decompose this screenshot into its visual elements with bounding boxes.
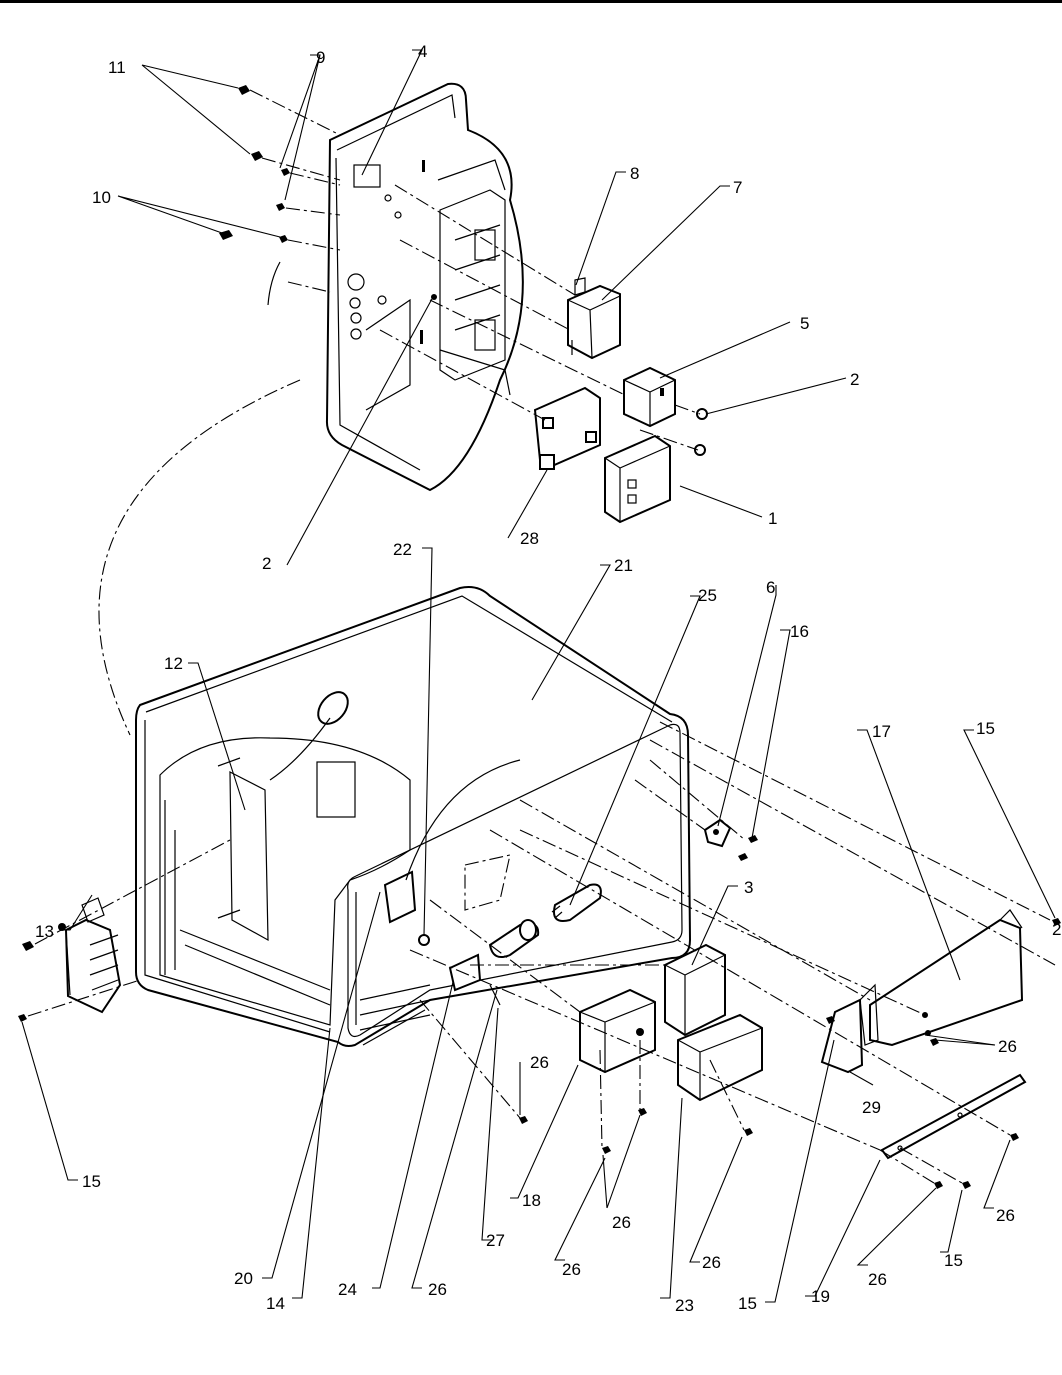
- callout-26-lower: 26: [428, 1280, 447, 1299]
- callout-15-right: 15: [976, 719, 995, 738]
- callout-17: 17: [872, 722, 891, 741]
- callout-18: 18: [522, 1191, 541, 1210]
- callout-26-right: 26: [998, 1037, 1017, 1056]
- callout-6: 6: [766, 578, 775, 597]
- lamp-part-25: [551, 883, 602, 922]
- callout-14: 14: [266, 1294, 285, 1313]
- capacitor-part-24: [488, 919, 540, 958]
- box-part-18: [579, 988, 656, 1074]
- callout-28: 28: [520, 529, 539, 548]
- cabinet: [135, 586, 692, 1047]
- callout-12: 12: [164, 654, 183, 673]
- callout-labels: 11 9 4 8 7 10 5 2 1 28 2 22 21 25 6 16 1…: [35, 42, 1062, 1315]
- transformer-part-7: [567, 277, 621, 360]
- rail-part-19: [880, 1073, 1027, 1160]
- callout-16: 16: [790, 622, 809, 641]
- callout-8: 8: [630, 164, 639, 183]
- top-border-line: [0, 0, 1062, 3]
- box-part-23: [677, 1013, 763, 1102]
- callout-26-bottom-a: 26: [562, 1260, 581, 1279]
- callout-25: 25: [698, 586, 717, 605]
- callout-24: 24: [338, 1280, 357, 1299]
- callout-22: 22: [393, 540, 412, 559]
- internal-components: [269, 691, 602, 1006]
- callout-27: 27: [486, 1231, 505, 1250]
- screws-part-16: [738, 835, 758, 861]
- callout-3: 3: [744, 878, 753, 897]
- callout-11: 11: [108, 58, 126, 77]
- upper-part-axes: [379, 184, 701, 451]
- nuts-part-2: [694, 408, 708, 456]
- box-part-3: [664, 943, 726, 1037]
- callout-leaders: [21, 49, 1056, 1303]
- cabinet-part-axes: [409, 721, 1056, 1184]
- callout-5: 5: [800, 314, 809, 333]
- callout-2-left: 2: [262, 554, 271, 573]
- callout-29: 29: [862, 1098, 881, 1117]
- callout-26-far-right: 26: [996, 1206, 1015, 1225]
- cover-box-part-1: [604, 434, 671, 524]
- callout-26-bottom-c: 26: [868, 1270, 887, 1289]
- terminal-block-axes: [27, 839, 231, 1017]
- callout-10: 10: [92, 188, 111, 207]
- assembly-connector-line: [98, 379, 301, 736]
- panel-screw-axes: [249, 89, 341, 293]
- loose-screws-part-26: [519, 918, 1061, 1189]
- callout-15-bottom-right: 15: [944, 1251, 963, 1270]
- callout-26-top-right: 26: [1052, 920, 1062, 939]
- callout-20: 20: [234, 1269, 253, 1288]
- lock-switch-part-6: [703, 818, 732, 848]
- terminal-block-part-13: [18, 897, 122, 1022]
- callout-15-left: 15: [82, 1172, 101, 1191]
- relay-part-5: [623, 366, 676, 428]
- callout-2-right: 2: [850, 370, 859, 389]
- callout-26-bottom-b: 26: [702, 1253, 721, 1272]
- callout-7: 7: [733, 178, 742, 197]
- callout-9-top: 9: [316, 48, 325, 67]
- callout-21: 21: [614, 556, 633, 575]
- callout-26-center: 26: [612, 1213, 631, 1232]
- panel-screws: [219, 85, 290, 306]
- callout-13: 13: [35, 922, 54, 941]
- callout-4: 4: [418, 42, 427, 61]
- callout-26-mid: 26: [530, 1053, 549, 1072]
- callout-15-bottom: 15: [738, 1294, 757, 1313]
- callout-19: 19: [811, 1287, 830, 1306]
- bracket-part-28: [533, 386, 601, 470]
- callout-23: 23: [675, 1296, 694, 1315]
- callout-1: 1: [768, 509, 777, 528]
- control-panel: [325, 82, 524, 492]
